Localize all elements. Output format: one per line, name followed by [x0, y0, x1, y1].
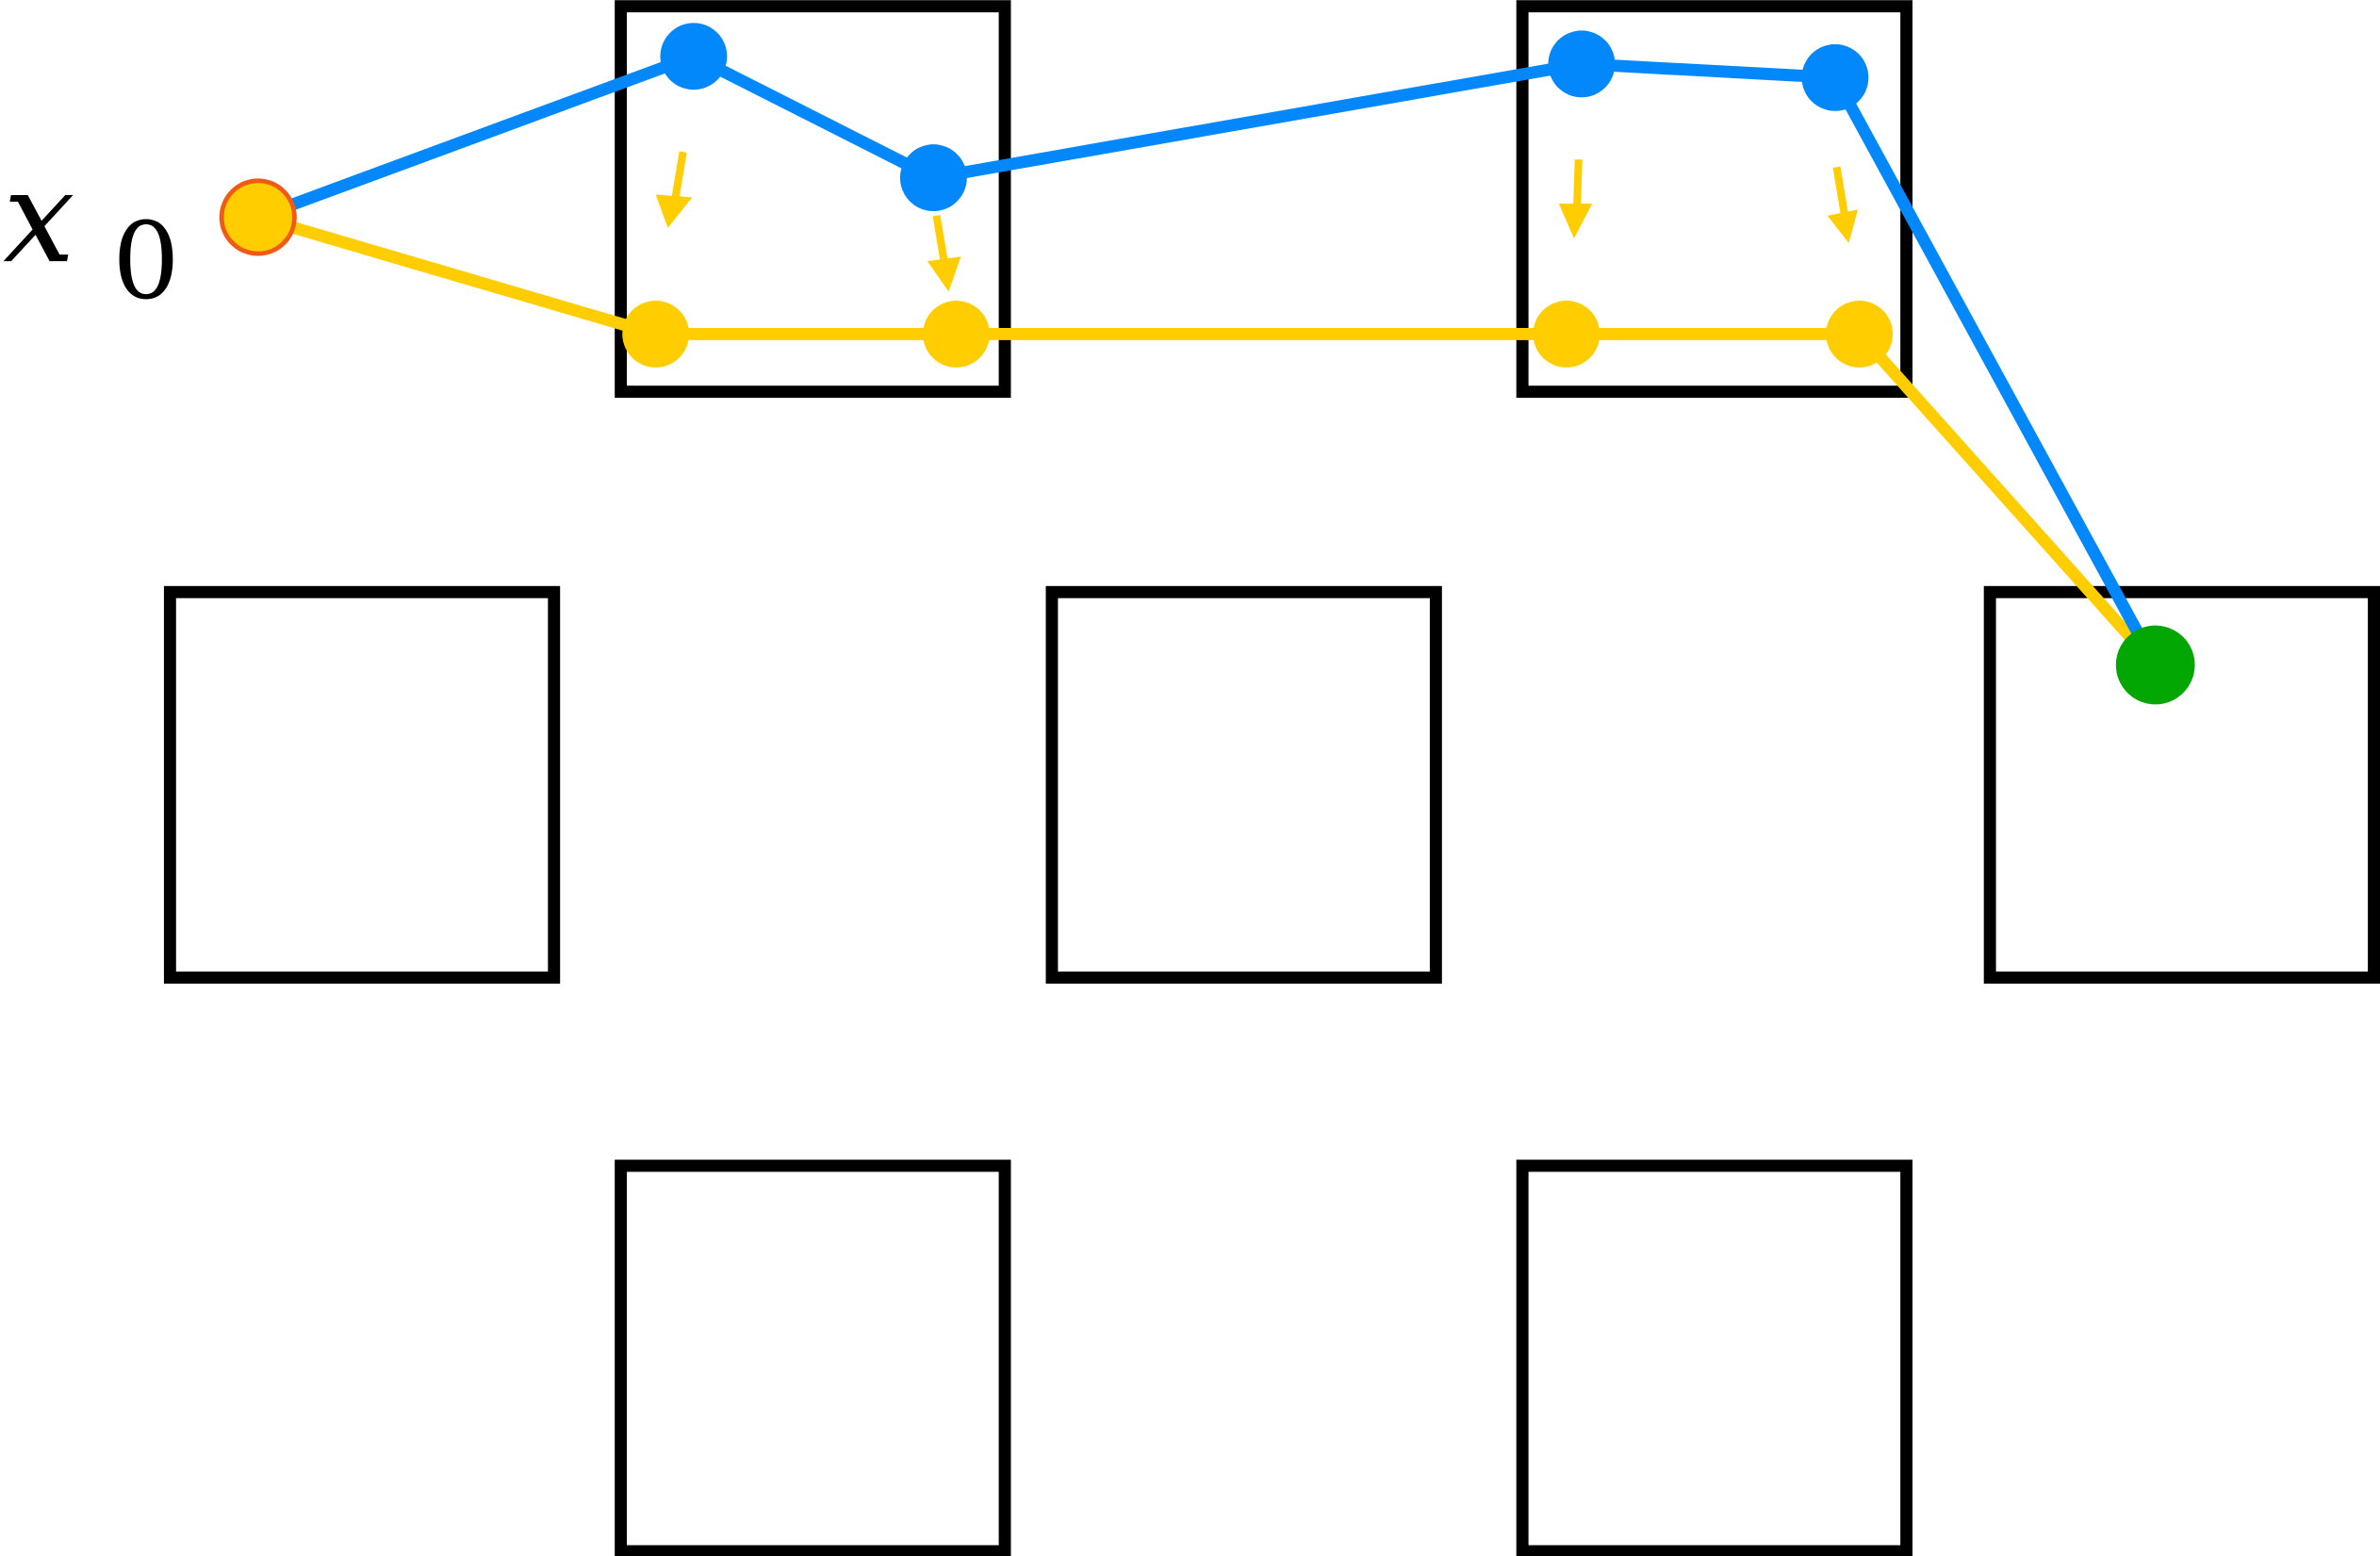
- box-bottom-2: [1516, 1159, 1913, 1556]
- yellow-node: [1826, 301, 1894, 368]
- projection-arrows: [655, 151, 1859, 292]
- start-label-subscript: 0: [112, 199, 180, 323]
- box-mid-2: [1045, 585, 1442, 984]
- box-top-1: [615, 0, 1011, 399]
- arrow-icon: [1558, 159, 1593, 239]
- blue-node: [899, 144, 967, 212]
- arrow-icon: [655, 151, 693, 228]
- yellow-trajectory: [255, 211, 2160, 669]
- box-mid-3: [1983, 585, 2380, 984]
- blue-node: [660, 23, 728, 90]
- box-bottom-1: [615, 1159, 1011, 1556]
- blue-trajectory: [255, 50, 2161, 668]
- arrow-icon: [927, 215, 961, 292]
- blue-node: [1548, 30, 1616, 98]
- start-node: [219, 178, 297, 256]
- yellow-node: [622, 301, 690, 368]
- yellow-node: [1533, 301, 1600, 368]
- start-label: x: [3, 142, 74, 291]
- arrow-icon: [1827, 166, 1859, 243]
- blue-node: [1801, 43, 1869, 111]
- goal-node: [2115, 625, 2195, 705]
- yellow-node: [923, 301, 990, 368]
- box-mid-1: [163, 585, 561, 984]
